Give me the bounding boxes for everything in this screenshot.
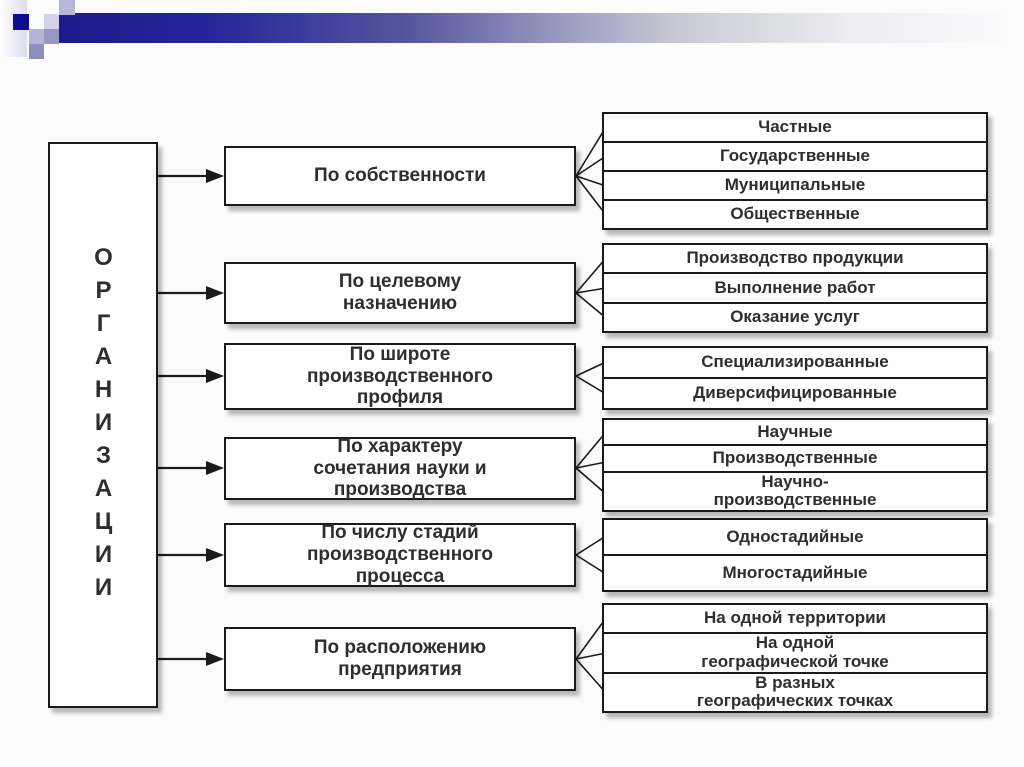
decor-square bbox=[29, 44, 44, 59]
leaf-group-profile-breadth: Специализированные Диверсифицированные bbox=[602, 346, 988, 410]
category-by-production-stage-count: По числу стадий производственного процес… bbox=[224, 522, 576, 587]
root-label: ОРГАНИЗАЦИИ bbox=[90, 243, 117, 607]
decor-square bbox=[29, 29, 44, 44]
leaf-cell: На одной территории bbox=[703, 608, 886, 628]
leaf-cell: Диверсифицированные bbox=[604, 377, 986, 408]
leaf-cell: В разных географических точках bbox=[604, 671, 986, 711]
category-by-enterprise-location: По расположению предприятия bbox=[224, 627, 576, 691]
decor-square bbox=[59, 0, 75, 15]
leaf-group-stage-count: Одностадийные Многостадийные bbox=[602, 518, 988, 592]
leaf-cell: Муниципальные bbox=[604, 170, 986, 199]
leaf-cell: Специализированные bbox=[701, 352, 889, 372]
decor-square-navy bbox=[13, 14, 29, 30]
leaf-cell: Частные bbox=[758, 117, 832, 137]
category-label: По широте производственного профиля bbox=[306, 343, 494, 409]
leaf-group-ownership: Частные Государственные Муниципальные Об… bbox=[602, 112, 988, 230]
category-by-production-profile-breadth: По широте производственного профиля bbox=[224, 343, 576, 410]
category-by-purpose: По целевому назначению bbox=[224, 262, 576, 324]
decor-gradient-bar bbox=[59, 13, 1024, 43]
category-label: По числу стадий производственного процес… bbox=[306, 522, 494, 587]
leaf-cell: Многостадийные bbox=[604, 554, 986, 590]
leaf-cell: На одной географической точке bbox=[604, 632, 986, 671]
category-label: По расположению предприятия bbox=[313, 637, 487, 680]
category-by-ownership: По собственности bbox=[224, 146, 576, 206]
category-by-science-production-combination: По характеру сочетания науки и производс… bbox=[224, 435, 576, 501]
leaf-cell: Оказание услуг bbox=[604, 301, 986, 331]
leaf-cell: Научные bbox=[757, 421, 833, 441]
leaf-group-purpose: Производство продукции Выполнение работ … bbox=[602, 243, 988, 333]
root-box-organizations: ОРГАНИЗАЦИИ bbox=[48, 142, 158, 708]
leaf-group-science-production: Научные Производственные Научно-производ… bbox=[602, 418, 988, 512]
category-label: По характеру сочетания науки и производс… bbox=[313, 435, 487, 501]
leaf-cell: Общественные bbox=[604, 199, 986, 228]
leaf-cell: Государственные bbox=[604, 141, 986, 170]
category-label: По целевому назначению bbox=[338, 271, 462, 314]
decor-square bbox=[44, 29, 59, 44]
decor-square bbox=[44, 14, 59, 29]
leaf-cell: Научно-производственные bbox=[604, 470, 986, 510]
leaf-cell: Производственные bbox=[604, 444, 986, 470]
leaf-cell: Выполнение работ bbox=[604, 272, 986, 301]
leaf-cell: Производство продукции bbox=[686, 248, 904, 268]
category-label: По собственности bbox=[314, 165, 486, 187]
leaf-group-location: На одной территории На одной географичес… bbox=[602, 603, 988, 713]
leaf-cell: Одностадийные bbox=[726, 526, 864, 546]
